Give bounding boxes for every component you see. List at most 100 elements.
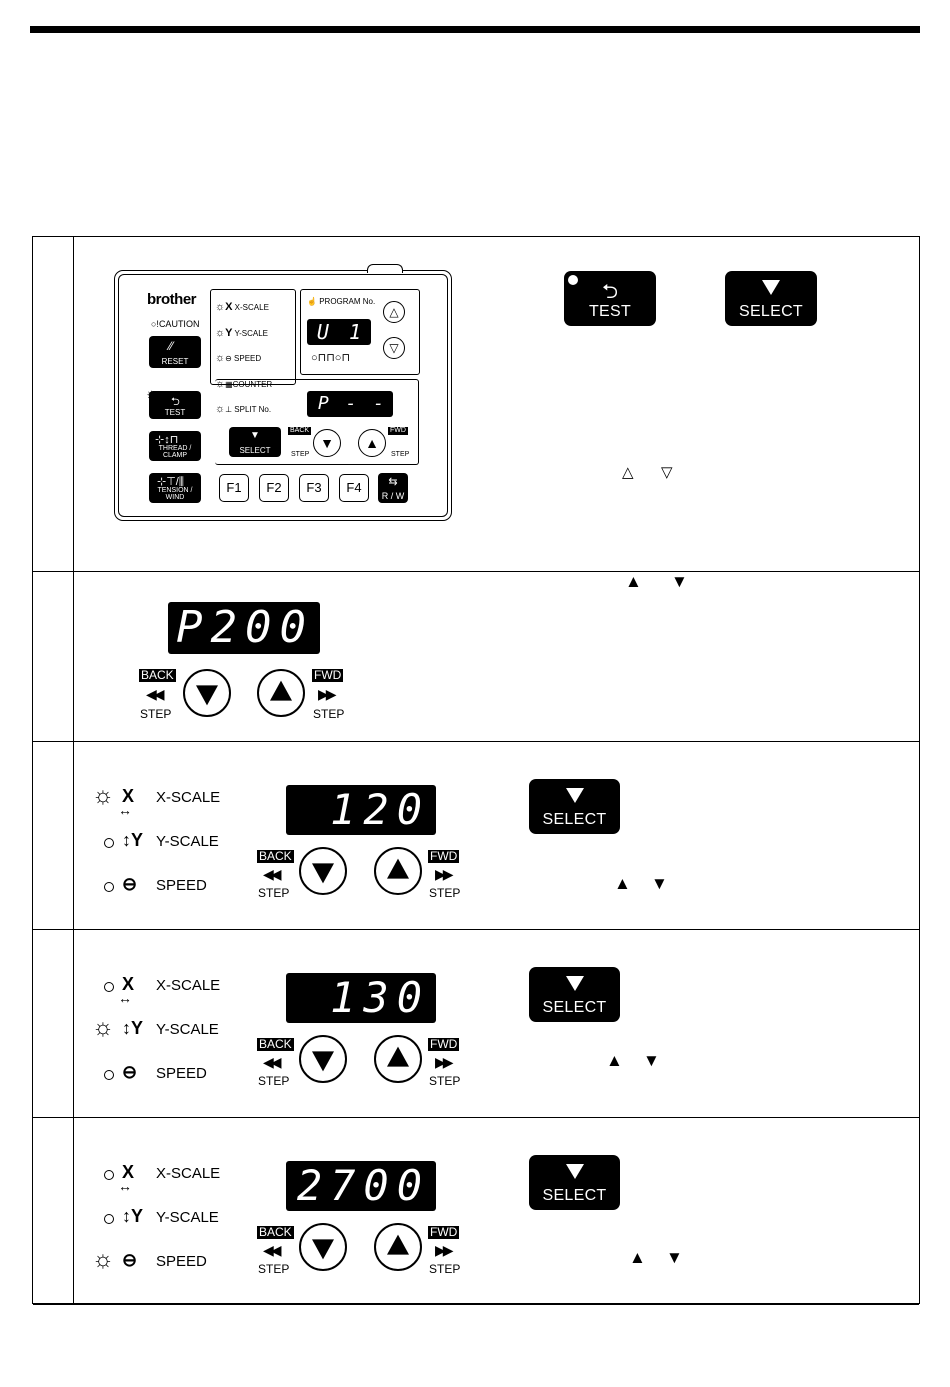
f4-button[interactable]: F4 [339, 474, 369, 502]
lamp-on-icon: ☼ [215, 327, 226, 339]
up-key-symbol: ▲ [629, 1248, 646, 1267]
y-scale-icon: ↕Y [122, 1206, 144, 1226]
f2-button[interactable]: F2 [259, 474, 289, 502]
value-display: 2700 [286, 1161, 436, 1211]
back-step-button[interactable] [299, 1223, 347, 1271]
up-arrow-icon [387, 1046, 409, 1067]
indicator-speed: ⊖SPEED [92, 1062, 232, 1088]
select-arrow-icon [565, 976, 584, 991]
test-button[interactable]: ⮌ TEST [564, 271, 656, 326]
f1-button[interactable]: F1 [219, 474, 249, 502]
program-up-button[interactable]: △ [383, 301, 405, 323]
reset-button[interactable]: ⁄⁄ RESET [149, 336, 201, 368]
lamp-on-icon: ☼ [92, 782, 114, 809]
step-row-3 [33, 742, 919, 930]
back-step-button[interactable] [299, 847, 347, 895]
x-scale-icon: X↔ [118, 786, 135, 818]
step-number-column [73, 237, 74, 1303]
panel-split: ☼⊥ SPLIT No. [215, 403, 272, 415]
back-step-button[interactable] [183, 669, 231, 717]
fwd-tag: FWD [428, 1225, 460, 1239]
down-arrow-icon [196, 685, 218, 706]
select-button[interactable]: SELECT [529, 967, 620, 1022]
fwd-step-button[interactable] [374, 1035, 422, 1083]
program-number-display: P200 [168, 602, 320, 654]
lamp-on-icon: ☼ [215, 403, 226, 415]
top-rule [30, 26, 920, 33]
rw-button[interactable]: ⇆ R / W [378, 473, 408, 503]
select-button[interactable]: SELECT [529, 1155, 620, 1210]
fwd-step-button[interactable] [374, 1223, 422, 1271]
lamp-off-icon [104, 1214, 114, 1224]
fast-forward-icon: ▶▶ [435, 1242, 453, 1258]
thread-clamp-icon: ⊹↕⊓ [155, 434, 179, 446]
select-arrow-icon [565, 788, 584, 803]
value-display: 130 [286, 973, 436, 1023]
indicator-speed: ☼⊖SPEED [92, 1246, 207, 1273]
value-display: 120 [286, 785, 436, 835]
caution-icon: ○! [151, 319, 159, 329]
rw-icon: ⇆ [388, 476, 398, 488]
x-scale-icon: X↔ [118, 974, 135, 1006]
hand-icon: ☝ [307, 297, 317, 306]
panel-tab [367, 264, 403, 273]
rewind-icon: ◀◀ [146, 686, 164, 702]
panel-select-button[interactable]: ▼ SELECT [229, 427, 281, 457]
lamp-on-icon: ☼ [92, 1246, 114, 1273]
thread-clamp-button[interactable]: ⊹↕⊓ THREAD / CLAMP [149, 431, 201, 461]
program-down-button[interactable]: ▽ [383, 337, 405, 359]
panel-fwd-step-label: STEP [391, 451, 410, 458]
back-tag: BACK [257, 1225, 294, 1239]
instruction-table [32, 236, 920, 1305]
step-row-2 [33, 572, 919, 742]
panel-x-scale: ☼X X-SCALE [215, 301, 269, 313]
panel-back-step-button[interactable]: ▼ [313, 429, 341, 457]
down-arrow-icon [312, 863, 334, 884]
lamp-on-icon: ☼ [215, 352, 226, 364]
lamp-off-icon [104, 838, 114, 848]
up-key-symbol: △ [622, 464, 634, 481]
rewind-icon: ◀◀ [263, 866, 281, 882]
panel-fwd-step-button[interactable]: ▲ [358, 429, 386, 457]
down-arrow-icon [312, 1051, 334, 1072]
back-step-label: STEP [258, 886, 290, 900]
panel-back-step-label: STEP [291, 451, 310, 458]
speed-icon: ⊖ [122, 874, 138, 894]
back-tag: BACK [139, 668, 176, 682]
down-key-symbol: ▼ [651, 874, 668, 893]
select-button[interactable]: SELECT [725, 271, 817, 326]
panel-test-button[interactable]: ☼ ⮌ TEST [145, 385, 201, 419]
program-label: ☝ PROGRAM No. [307, 297, 376, 306]
rewind-icon: ◀◀ [263, 1242, 281, 1258]
step-row-1 [33, 237, 919, 572]
fwd-step-button[interactable] [374, 847, 422, 895]
panel-speed: ☼⊖ SPEED [215, 352, 262, 364]
test-icon: ⮌ [601, 281, 619, 303]
back-step-label: STEP [258, 1262, 290, 1276]
up-key-symbol: ▲ [606, 1051, 623, 1070]
down-arrow-icon [312, 1239, 334, 1260]
select-button[interactable]: SELECT [529, 779, 620, 834]
fwd-step-label: STEP [313, 707, 345, 721]
back-step-button[interactable] [299, 1035, 347, 1083]
step-row-5 [33, 1118, 919, 1305]
f3-button[interactable]: F3 [299, 474, 329, 502]
up-arrow-icon [387, 1234, 409, 1255]
x-scale-icon: X↔ [118, 1162, 135, 1194]
control-panel: brother ○!CAUTION ⁄⁄ RESET ☼ ⮌ TEST ⊹↕⊓ … [114, 264, 452, 521]
fwd-step-button[interactable] [257, 669, 305, 717]
up-key-symbol: ▲ [614, 874, 631, 893]
indicator-x-scale: X↔X-SCALE [92, 974, 232, 1006]
tension-wind-button[interactable]: ⊹⊤/⫼ TENSION / WIND [149, 473, 201, 503]
indicator-x-scale: ☼X↔X-SCALE [92, 782, 221, 818]
test-lamp-icon: ☼ [145, 385, 158, 401]
panel-back-tag: BACK [288, 427, 312, 435]
test-icon: ⮌ [171, 396, 180, 408]
up-key-symbol: ▲ [625, 572, 642, 591]
split-group [215, 379, 419, 465]
step-row-4 [33, 930, 919, 1118]
back-step-label: STEP [140, 707, 172, 721]
select-arrow-icon: ▼ [250, 430, 260, 441]
down-key-symbol: ▼ [671, 572, 688, 591]
